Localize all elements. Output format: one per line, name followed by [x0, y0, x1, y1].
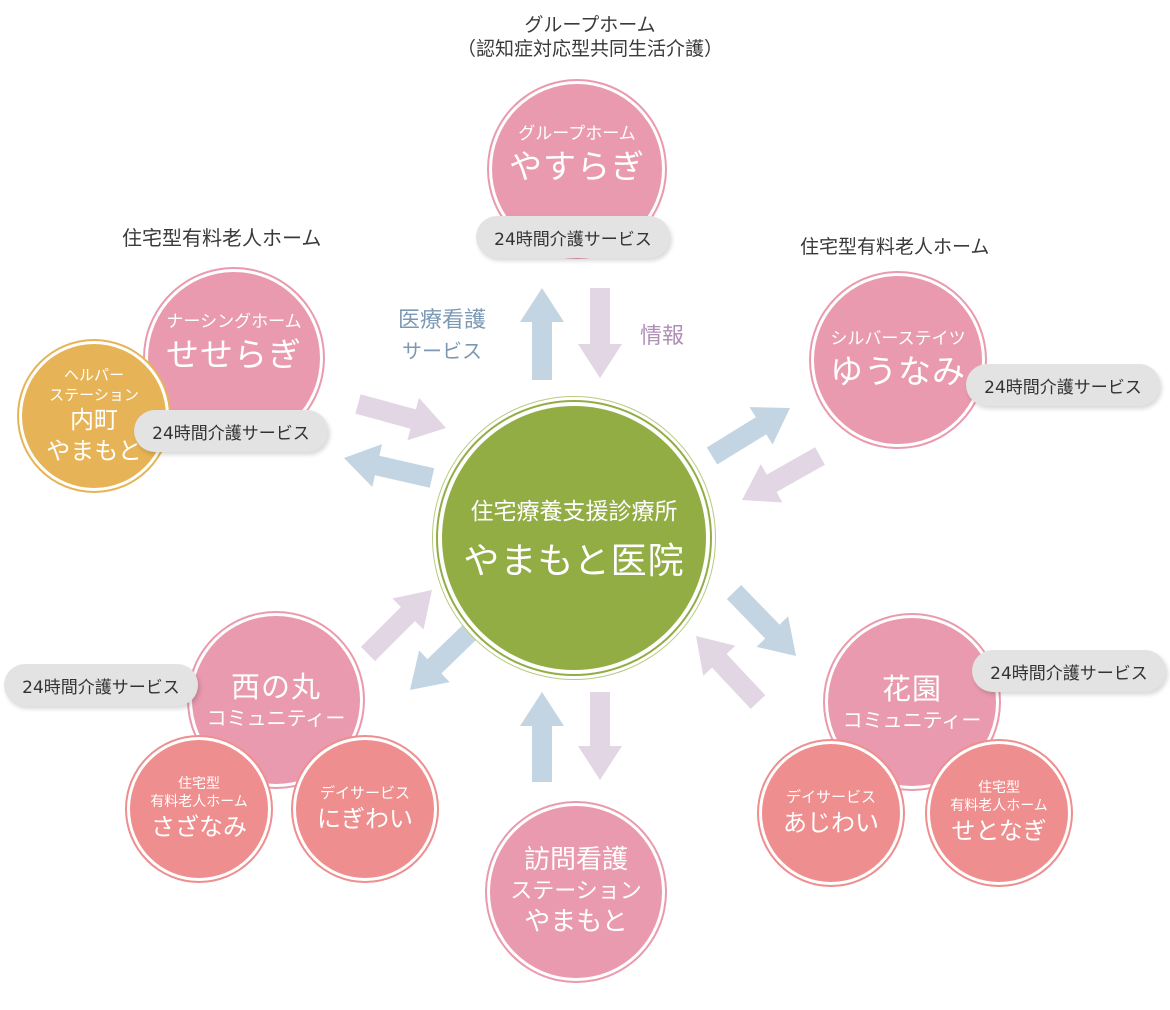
seseragi-title: せせらぎ: [166, 334, 302, 374]
arrow-to-yasuragi: [520, 288, 564, 380]
group-home-category-line1: グループホーム: [524, 14, 656, 36]
helper-line4: やまもと: [46, 437, 142, 466]
houmon-line1: 訪問看護: [523, 844, 628, 875]
seseragi-subtitle: ナーシングホーム: [166, 311, 302, 332]
helper-line1: ヘルパー: [63, 365, 124, 384]
ajiwai-title: あじわい: [783, 808, 879, 837]
setonagi-title: せとなぎ: [951, 817, 1047, 846]
sazanami-circle: 住宅型 有料老人ホーム さざなみ: [130, 740, 268, 878]
arrow-to-houmon: [578, 692, 622, 780]
yunami-circle: シルバーステイツ ゆうなみ: [814, 276, 982, 444]
yunami-subtitle: シルバーステイツ: [830, 328, 966, 349]
arrow-from-seseragi: [355, 394, 446, 441]
yunami-care-badge: 24時間介護サービス: [966, 364, 1160, 406]
sazanami-line1: 住宅型: [178, 775, 220, 792]
group-home-category-label: グループホーム （認知症対応型共同生活介護）: [440, 14, 740, 62]
houmon-line3: やまもと: [524, 907, 628, 938]
medical-service-label: 医療看護 サービス: [398, 306, 486, 365]
hanazono-care-badge: 24時間介護サービス: [972, 650, 1166, 692]
setonagi-line1: 住宅型: [978, 779, 1020, 796]
ajiwai-subtitle: デイサービス: [785, 788, 876, 807]
nishinomaru-title: 西の丸: [230, 669, 321, 704]
helper-line3: 内町: [70, 406, 118, 435]
yasuragi-title: やすらぎ: [509, 146, 645, 186]
nishinomaru-care-badge: 24時間介護サービス: [4, 664, 198, 706]
hanazono-title: 花園: [881, 671, 942, 706]
sazanami-line2: 有料老人ホーム: [150, 794, 248, 811]
arrow-from-yunami: [742, 447, 825, 503]
arrow-to-nishinomaru: [410, 620, 481, 690]
nishinomaru-subtitle: コミュニティー: [206, 706, 346, 731]
medical-service-line1: 医療看護: [398, 308, 487, 333]
medical-service-line2: サービス: [402, 338, 482, 363]
helper-line2: ステーション: [49, 385, 139, 404]
hanazono-subtitle: コミュニティー: [842, 708, 982, 733]
arrow-from-yasuragi: [578, 288, 622, 378]
nigiwai-subtitle: デイサービス: [319, 784, 410, 803]
ajiwai-circle: デイサービス あじわい: [762, 744, 900, 882]
houmon-line2: ステーション: [510, 878, 642, 904]
seseragi-care-badge: 24時間介護サービス: [134, 410, 328, 452]
center-clinic-title: やまもと医院: [463, 541, 685, 582]
center-clinic-circle: 住宅療養支援診療所 やまもと医院: [442, 406, 706, 670]
info-label: 情報: [640, 324, 685, 349]
center-clinic-subtitle: 住宅療養支援診療所: [470, 499, 678, 525]
setonagi-line2: 有料老人ホーム: [950, 798, 1048, 815]
arrow-to-seseragi: [344, 444, 435, 488]
yunami-title: ゆうなみ: [830, 351, 966, 391]
group-home-category-line2: （認知症対応型共同生活介護）: [456, 37, 723, 60]
left-category-label: 住宅型有料老人ホーム: [122, 226, 322, 250]
nigiwai-circle: デイサービス にぎわい: [296, 740, 434, 878]
arrow-to-yunami: [706, 407, 790, 465]
yasuragi-subtitle: グループホーム: [518, 123, 636, 144]
right-category-label: 住宅型有料老人ホーム: [800, 236, 990, 258]
sazanami-title: さざなみ: [151, 813, 247, 842]
setonagi-circle: 住宅型 有料老人ホーム せとなぎ: [930, 744, 1068, 882]
yasuragi-care-badge: 24時間介護サービス: [476, 216, 670, 258]
nigiwai-title: にぎわい: [317, 804, 413, 833]
arrow-from-nishinomaru: [360, 590, 432, 662]
arrow-from-houmon: [520, 692, 564, 782]
arrow-to-hanazono: [726, 585, 796, 656]
houmon-kango-circle: 訪問看護 ステーション やまもと: [490, 806, 662, 978]
arrow-from-hanazono: [696, 636, 766, 709]
